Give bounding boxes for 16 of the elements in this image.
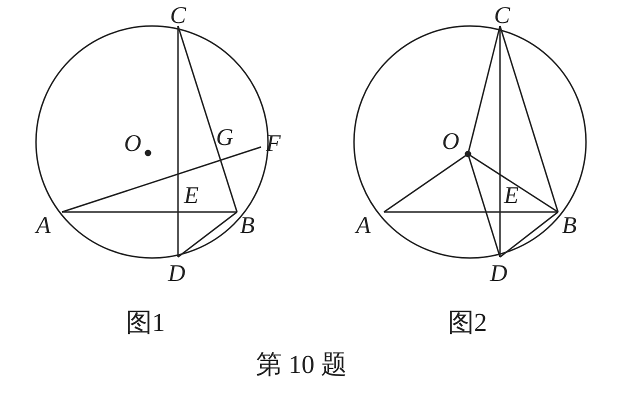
problem-caption: 第 10 题 — [256, 352, 347, 378]
point-label: C — [494, 4, 510, 28]
point-label: O — [442, 130, 460, 154]
point-label: B — [562, 214, 577, 238]
point-label: E — [504, 184, 519, 208]
point-label: A — [356, 214, 371, 238]
point-label: C — [170, 4, 186, 28]
point-label: A — [36, 214, 51, 238]
point-label: D — [168, 262, 186, 286]
figure-caption: 图1 — [126, 310, 165, 336]
point-label: O — [124, 132, 142, 156]
point-label: G — [216, 126, 234, 150]
point-label: B — [240, 214, 255, 238]
point-label: D — [490, 262, 508, 286]
point-label: E — [184, 184, 199, 208]
figure-caption: 图2 — [448, 310, 487, 336]
